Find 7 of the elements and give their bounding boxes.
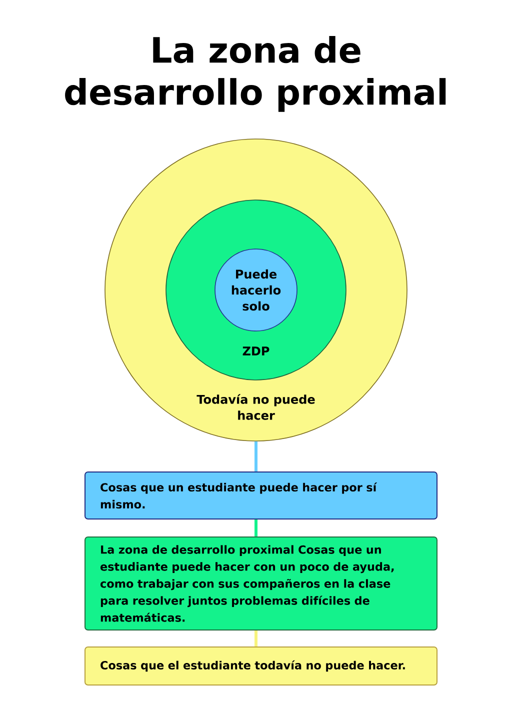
connector-line [254,441,258,472]
connector-line [254,630,258,646]
connector-line [254,520,258,536]
text-box: Cosas que el estudiante todavía no puede hacer. [84,646,438,686]
title: La zona de desarrollo proximal [65,36,446,112]
text-box: La zona de desarrollo proximal Cosas que un estudiante puede hacer con un poco de ayuda, como trabajar con sus compañeros en la clase para resolver juntos problemas difíciles de matemáticas. [84,536,438,630]
text-box: Cosas que un estudiante puede hacer por sí mismo. [84,472,438,520]
